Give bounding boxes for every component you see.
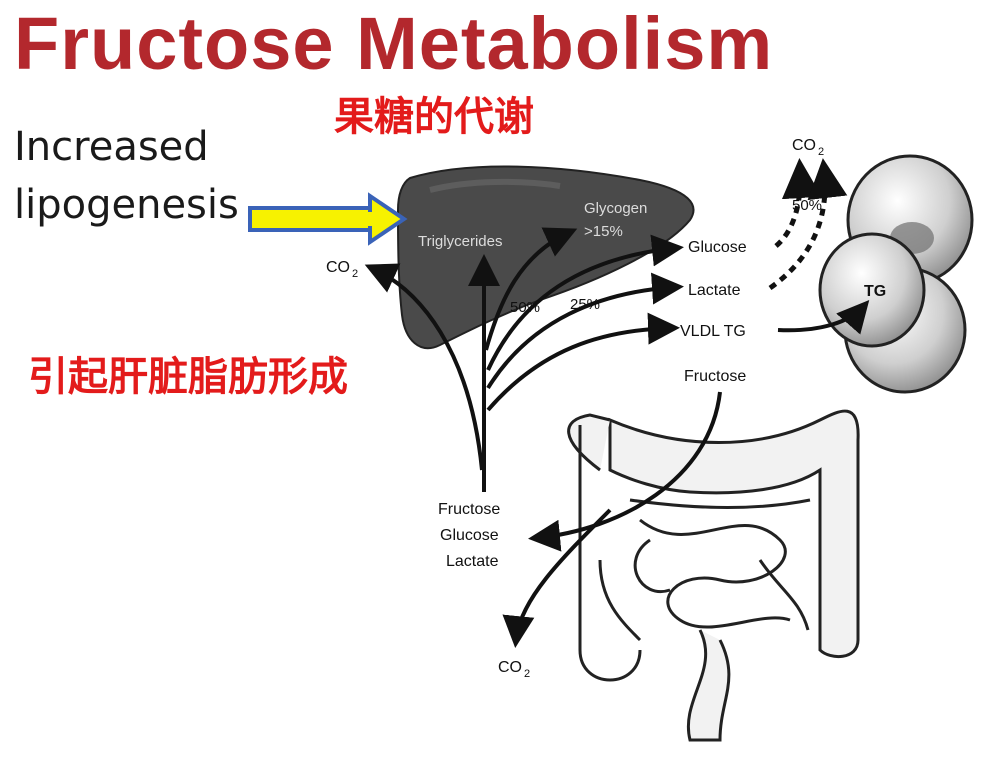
- arrow-to-co2-left: [364, 263, 484, 471]
- arrow-to-lactate: [486, 272, 684, 390]
- page-title: Fructose Metabolism: [14, 2, 774, 85]
- arrow-to-glucose: [486, 234, 684, 371]
- pct-25-label: 25%: [570, 296, 600, 313]
- intestine: [567, 409, 860, 742]
- note-line-1: Increased: [14, 124, 209, 170]
- gut-fructose-label: Fructose: [438, 501, 500, 518]
- arrow-to-glycogen: [484, 227, 578, 351]
- adipose-cells: [818, 154, 974, 394]
- glucose-label: Glucose: [688, 239, 747, 256]
- vldl-tg-label: VLDL TG: [680, 323, 746, 340]
- dashed-arrow-glucose: [774, 158, 822, 248]
- co2-left-sub: 2: [352, 268, 358, 280]
- lipogenesis-arrow: [248, 192, 408, 246]
- arrow-fructose-down: [528, 391, 722, 552]
- fructose-top-label: Fructose: [684, 368, 746, 385]
- pct-50-label: 50%: [510, 299, 540, 316]
- arrow-to-co2-bottom: [502, 508, 612, 648]
- glycogen-pct-label: >15%: [584, 223, 623, 240]
- dashed-arrow-lactate: [768, 158, 848, 291]
- gut-glucose-label: Glucose: [440, 527, 499, 544]
- glycogen-label: Glycogen: [584, 200, 647, 217]
- co2-bottom-sub: 2: [524, 668, 530, 680]
- liver-shape: [396, 165, 695, 350]
- co2-left-label: CO: [326, 259, 350, 276]
- lactate-label: Lactate: [688, 282, 741, 299]
- annotation-chinese: 引起肝脏脂肪形成: [28, 354, 348, 400]
- gut-lactate-label: Lactate: [446, 553, 499, 570]
- co2-top-label: CO: [792, 137, 816, 154]
- tg-label: TG: [864, 283, 886, 300]
- subtitle-chinese: 果糖的代谢: [334, 94, 534, 140]
- note-line-2: lipogenesis: [14, 182, 239, 228]
- arrow-to-vldl: [486, 312, 680, 412]
- co2-bottom-label: CO: [498, 659, 522, 676]
- arrow-vldl-to-tg: [777, 299, 870, 335]
- triglycerides-label: Triglycerides: [418, 233, 502, 250]
- top-right-pct-label: 50%: [792, 197, 822, 214]
- co2-top-sub: 2: [818, 146, 824, 158]
